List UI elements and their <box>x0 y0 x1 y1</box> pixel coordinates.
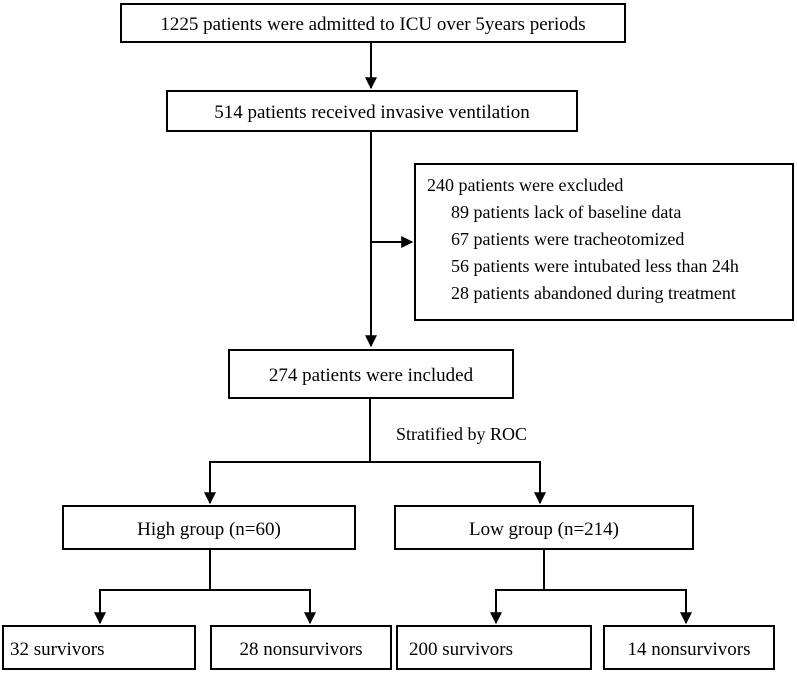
ventilated-text: 514 patients received invasive ventilati… <box>214 102 530 123</box>
excluded-reason: 89 patients lack of baseline data <box>451 202 681 222</box>
low-nonsurvivors-box <box>603 625 775 670</box>
high-nonsurvivors-text: 28 nonsurvivors <box>240 639 363 660</box>
low-group-box <box>394 505 694 550</box>
excluded-box <box>414 163 794 321</box>
low-nonsurvivors-text: 14 nonsurvivors <box>628 639 751 660</box>
excluded-reason: 56 patients were intubated less than 24h <box>451 256 739 276</box>
low-survivors-text: 200 survivors <box>409 639 513 660</box>
high-nonsurvivors-box <box>210 625 392 670</box>
included-text: 274 patients were included <box>269 365 474 386</box>
excluded-reason: 67 patients were tracheotomized <box>451 229 684 249</box>
high-survivors-text: 32 survivors <box>10 639 104 660</box>
low-survivors-box <box>396 625 592 670</box>
high-survivors-box <box>2 625 196 670</box>
high-group-text: High group (n=60) <box>137 519 281 540</box>
admitted-text: 1225 patients were admitted to ICU over … <box>160 14 585 35</box>
ventilated-box <box>166 90 578 132</box>
admitted-box <box>120 3 626 43</box>
excluded-title: 240 patients were excluded <box>427 175 623 195</box>
high-group-box <box>62 505 356 550</box>
stratified-label: Stratified by ROC <box>396 424 527 444</box>
excluded-reason: 28 patients abandoned during treatment <box>451 283 736 303</box>
low-group-text: Low group (n=214) <box>469 519 619 540</box>
